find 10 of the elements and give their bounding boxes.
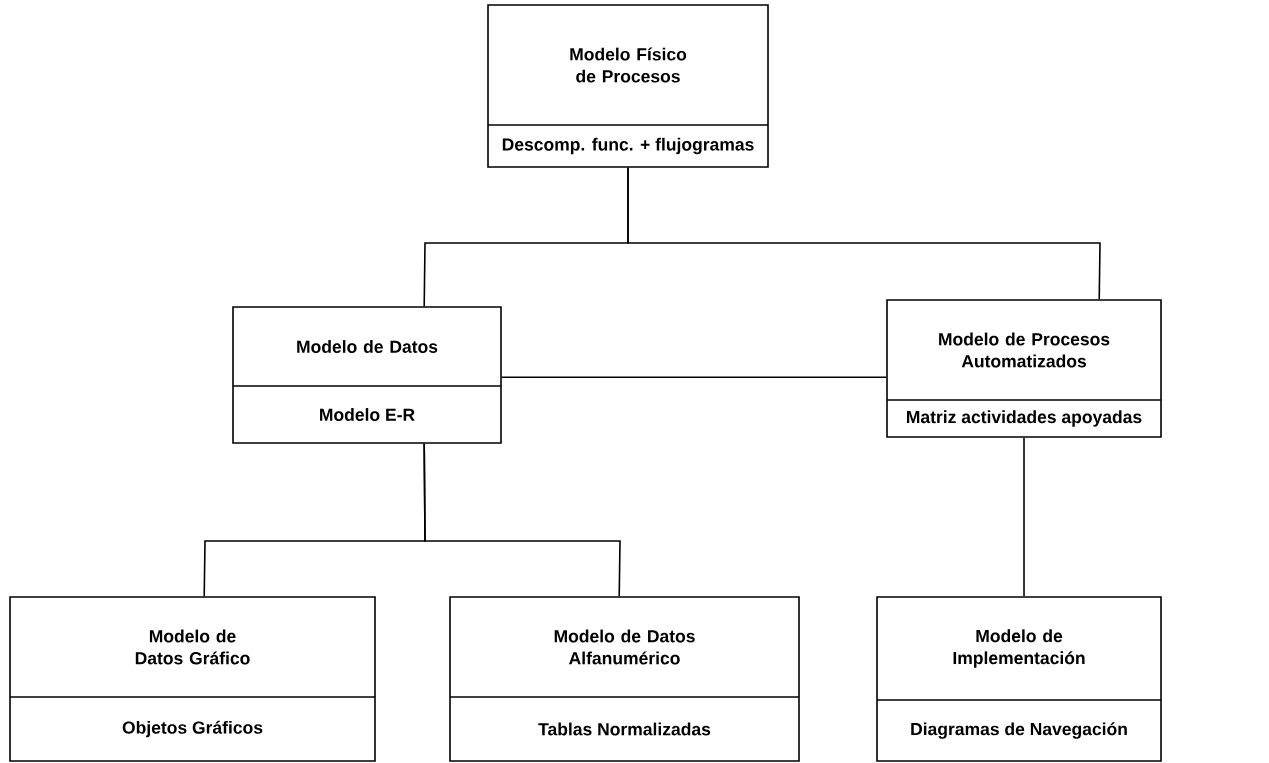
connector-line	[423, 443, 621, 597]
process-box: Modelo de Procesos Automatizados Matriz actividades apoyadas	[886, 299, 1162, 438]
connector-line	[1023, 437, 1025, 597]
process-box: Modelo de Datos Alfanumérico Tablas Normalizadas	[449, 596, 800, 762]
process-box: Modelo de Datos Modelo E-R	[232, 306, 502, 444]
process-box: Modelo de Datos Gráfico Objetos Gráficos	[9, 596, 376, 762]
process-box: Modelo de Implementación Diagramas de Navegación	[876, 596, 1162, 762]
connector-line	[627, 167, 1101, 300]
process-box: Modelo Físico de Procesos Descomp. func. + flujogramas	[487, 4, 769, 168]
connector-line	[501, 376, 887, 378]
